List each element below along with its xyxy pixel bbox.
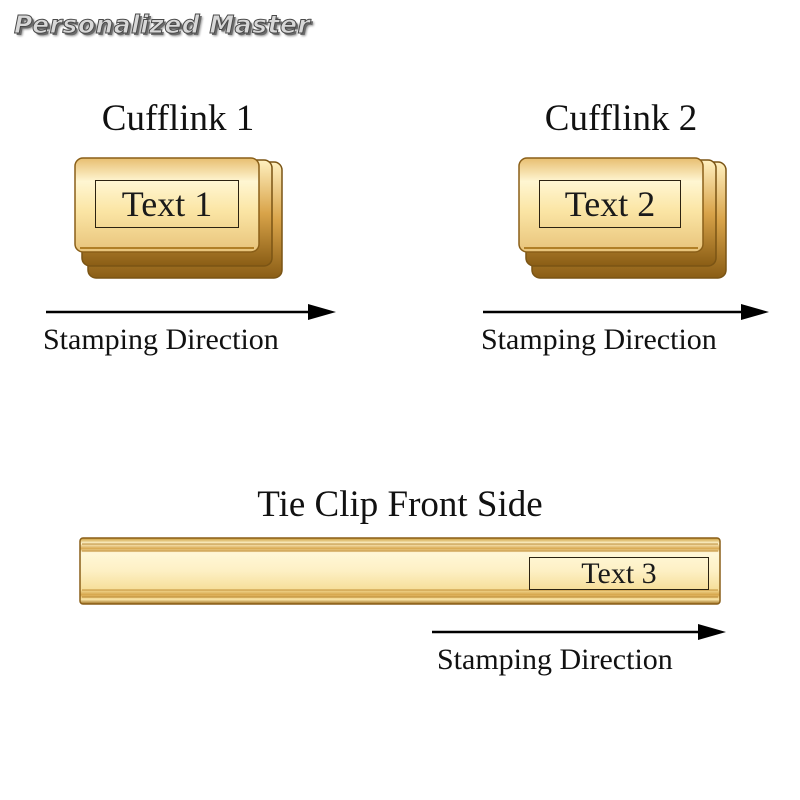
cufflink-2-title: Cufflink 2	[544, 98, 698, 139]
cufflink-2-direction-label: Stamping Direction	[481, 323, 717, 356]
right-arrow-icon	[483, 304, 769, 320]
cufflink-1-title: Cufflink 1	[101, 98, 255, 139]
cufflink-1-image	[74, 157, 283, 279]
cufflink-2-image	[518, 157, 727, 279]
tie-clip-title: Tie Clip Front Side	[257, 484, 543, 525]
tie-clip-image	[79, 537, 721, 605]
right-arrow-icon	[46, 304, 336, 320]
cufflink-1-direction-label: Stamping Direction	[43, 323, 279, 356]
cufflink-1-engraving-box: Text 1	[95, 180, 239, 228]
cufflink-2-engraving-box: Text 2	[539, 180, 681, 228]
brand-logo: Personalized Master	[13, 10, 311, 40]
tie-clip-direction-label: Stamping Direction	[437, 643, 673, 676]
right-arrow-icon	[432, 624, 726, 640]
tie-clip-engraving-box: Text 3	[529, 557, 709, 590]
